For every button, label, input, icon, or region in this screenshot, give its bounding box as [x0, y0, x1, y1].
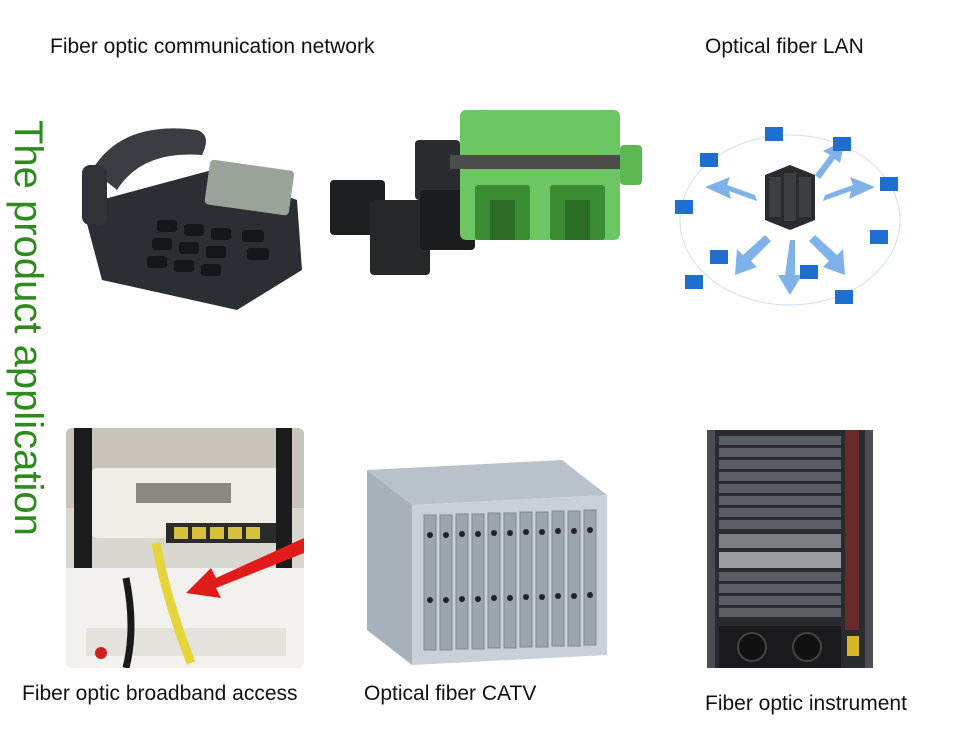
- broadband-router-image: [66, 428, 304, 668]
- catv-chassis-image: [362, 440, 612, 665]
- lan-network-image: [665, 115, 915, 325]
- caption-broadband-access: Fiber optic broadband access: [22, 682, 298, 705]
- fiber-adapter-image: [320, 100, 650, 280]
- instrument-rack-image: [707, 430, 873, 668]
- caption-optical-fiber-lan: Optical fiber LAN: [705, 35, 864, 58]
- caption-fiber-optic-instrument: Fiber optic instrument: [705, 692, 907, 715]
- caption-communication-network: Fiber optic communication network: [50, 35, 375, 58]
- telephone-image: [62, 110, 312, 320]
- caption-optical-fiber-catv: Optical fiber CATV: [364, 682, 537, 705]
- side-title: The product application: [6, 120, 50, 536]
